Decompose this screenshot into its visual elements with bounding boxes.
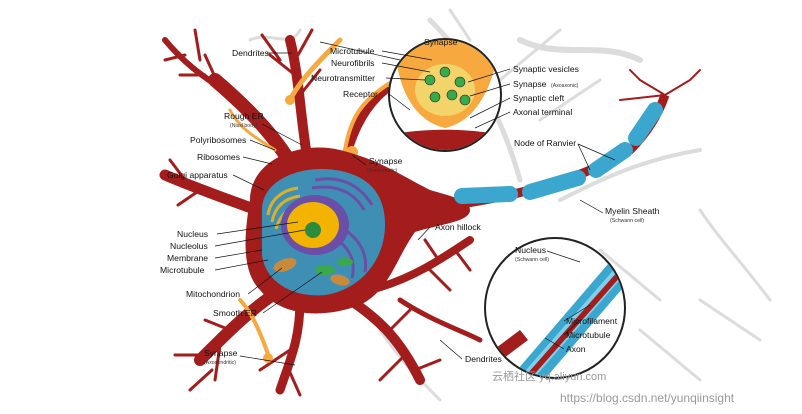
label-microtubule-axon: Microtubule xyxy=(566,330,611,340)
myelin-segments xyxy=(454,102,663,204)
label-polyribosomes: Polyribosomes xyxy=(190,135,246,145)
label-receptor: Receptor xyxy=(343,89,378,99)
label-axon: Axon xyxy=(566,344,586,354)
nucleolus xyxy=(305,222,321,238)
label-myelin-sheath-sub: (Schwann cell) xyxy=(610,218,644,224)
labels: Dendrites Rough ER (Nissl body) Polyribo… xyxy=(160,37,660,366)
label-rough-er-sub: (Nissl body) xyxy=(230,123,258,129)
label-nucleolus: Nucleolus xyxy=(170,241,208,251)
label-schwann-nucleus: Nucleus xyxy=(515,245,546,255)
label-schwann-nucleus-sub: (Schwann cell) xyxy=(515,257,549,263)
watermark-yunqi: 云栖社区 yq.aliyun.com xyxy=(492,369,606,383)
label-mitochondrion: Mitochondrion xyxy=(186,289,240,299)
label-synapse-axoaxonic-sub: (Axoaxonic) xyxy=(551,83,579,89)
background-neurons xyxy=(248,8,772,402)
label-dendrites-top: Dendrites xyxy=(232,48,269,58)
label-smooth-er: Smooth ER xyxy=(213,308,257,318)
label-synapse-inset-title: Synapse xyxy=(424,37,458,47)
axon-terminals xyxy=(619,69,701,101)
mitochondrion xyxy=(273,258,297,272)
synapse-inset xyxy=(388,38,502,152)
label-synapse-axodendritic: Synapse xyxy=(204,348,238,358)
label-microtubule-left: Microtubule xyxy=(160,265,205,275)
leader-lines xyxy=(214,50,616,366)
watermark-csdn: https://blog.csdn.net/yunqiinsight xyxy=(560,391,735,405)
label-myelin-sheath: Myelin Sheath xyxy=(605,206,660,216)
label-ribosomes: Ribosomes xyxy=(197,152,240,162)
label-neurofibrils: Neurofibrils xyxy=(331,58,374,68)
label-microfilament: Microfilament xyxy=(566,316,618,326)
inset-connector xyxy=(319,41,401,61)
label-microtubule-inset: Microtubule xyxy=(330,46,375,56)
label-rough-er: Rough ER xyxy=(224,111,264,121)
label-synapse-axosomatic: Synapse xyxy=(369,156,403,166)
label-node-of-ranvier: Node of Ranvier xyxy=(514,138,576,148)
label-synaptic-vesicles: Synaptic vesicles xyxy=(513,64,579,74)
label-nucleus: Nucleus xyxy=(177,229,208,239)
smooth-er xyxy=(315,258,353,275)
label-synapse-axodendritic-sub: (Axodendritic) xyxy=(204,360,236,366)
label-axonal-terminal: Axonal terminal xyxy=(513,107,572,117)
label-synapse-axosomatic-sub: (Axosomatic) xyxy=(367,168,398,174)
label-golgi: Golgi apparatus xyxy=(167,170,228,180)
label-axon-hillock: Axon hillock xyxy=(435,222,482,232)
label-membrane: Membrane xyxy=(167,253,208,263)
synapse-knob xyxy=(285,95,295,105)
mitochondrion xyxy=(330,274,350,286)
label-neurotransmitter: Neurotransmitter xyxy=(311,73,375,83)
label-dendrites-bottom: Dendrites xyxy=(465,354,502,364)
label-synapse-axoaxonic: Synapse xyxy=(513,79,547,89)
label-synaptic-cleft: Synaptic cleft xyxy=(513,93,565,103)
